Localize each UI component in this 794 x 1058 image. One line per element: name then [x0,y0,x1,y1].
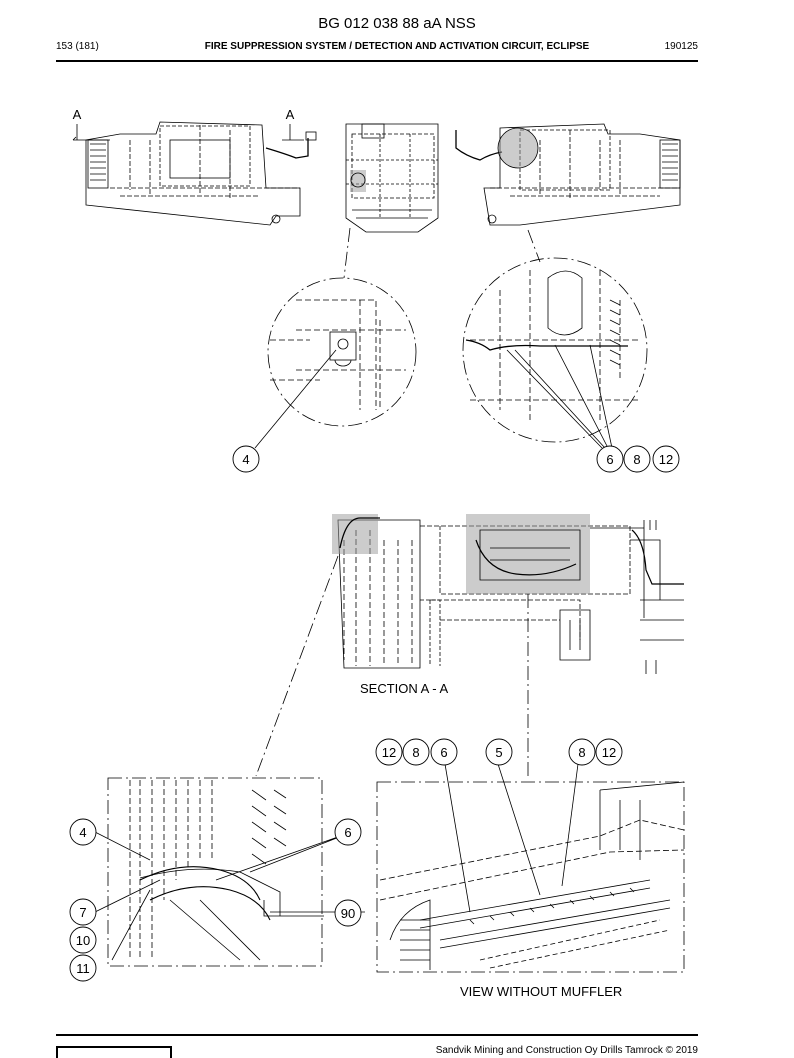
brand-logo [56,1046,172,1058]
footer-rule [56,1034,698,1036]
section-mark-right: A [286,107,295,122]
bottom-right-detail [376,763,685,973]
callout-4-top: 4 [242,452,249,467]
detail-circle-right [462,229,648,449]
callout-12-mid-right: 12 [602,745,616,760]
footer-copyright: Sandvik Mining and Construction Oy Drill… [435,1045,698,1056]
callout-6-mid: 6 [440,745,447,760]
section-a-a [332,514,684,674]
top-middle-view [345,123,439,233]
callout-12-mid: 12 [382,745,396,760]
section-caption: SECTION A - A [360,681,449,696]
date-code: 190125 [664,41,698,52]
document-id: BG 012 038 88 aA NSS [318,15,476,32]
header-rule [56,60,698,62]
callout-90-bottom-left: 90 [341,906,355,921]
top-right-view [455,123,681,226]
callout-12-top: 12 [659,452,673,467]
callout-10-bottom-left: 10 [76,933,90,948]
callout-8-mid: 8 [412,745,419,760]
callout-8-mid-right: 8 [578,745,585,760]
leader-to-bottom-left [255,555,339,777]
top-left-view [72,121,317,226]
page-number: 153 (181) [56,41,99,52]
callout-5-mid: 5 [495,745,502,760]
section-title: FIRE SUPPRESSION SYSTEM / DETECTION AND … [204,41,590,52]
detail-circle-left [254,227,417,449]
callout-6-top: 6 [606,452,613,467]
callout-8-top: 8 [633,452,640,467]
section-mark-left: A [73,107,82,122]
callout-7-bottom-left: 7 [79,905,86,920]
view-caption: VIEW WITHOUT MUFFLER [460,984,623,999]
callout-6-bottom-left: 6 [344,825,351,840]
callout-4-bottom-left: 4 [79,825,86,840]
bottom-left-detail [94,777,365,967]
callout-11-bottom-left: 11 [76,961,90,976]
